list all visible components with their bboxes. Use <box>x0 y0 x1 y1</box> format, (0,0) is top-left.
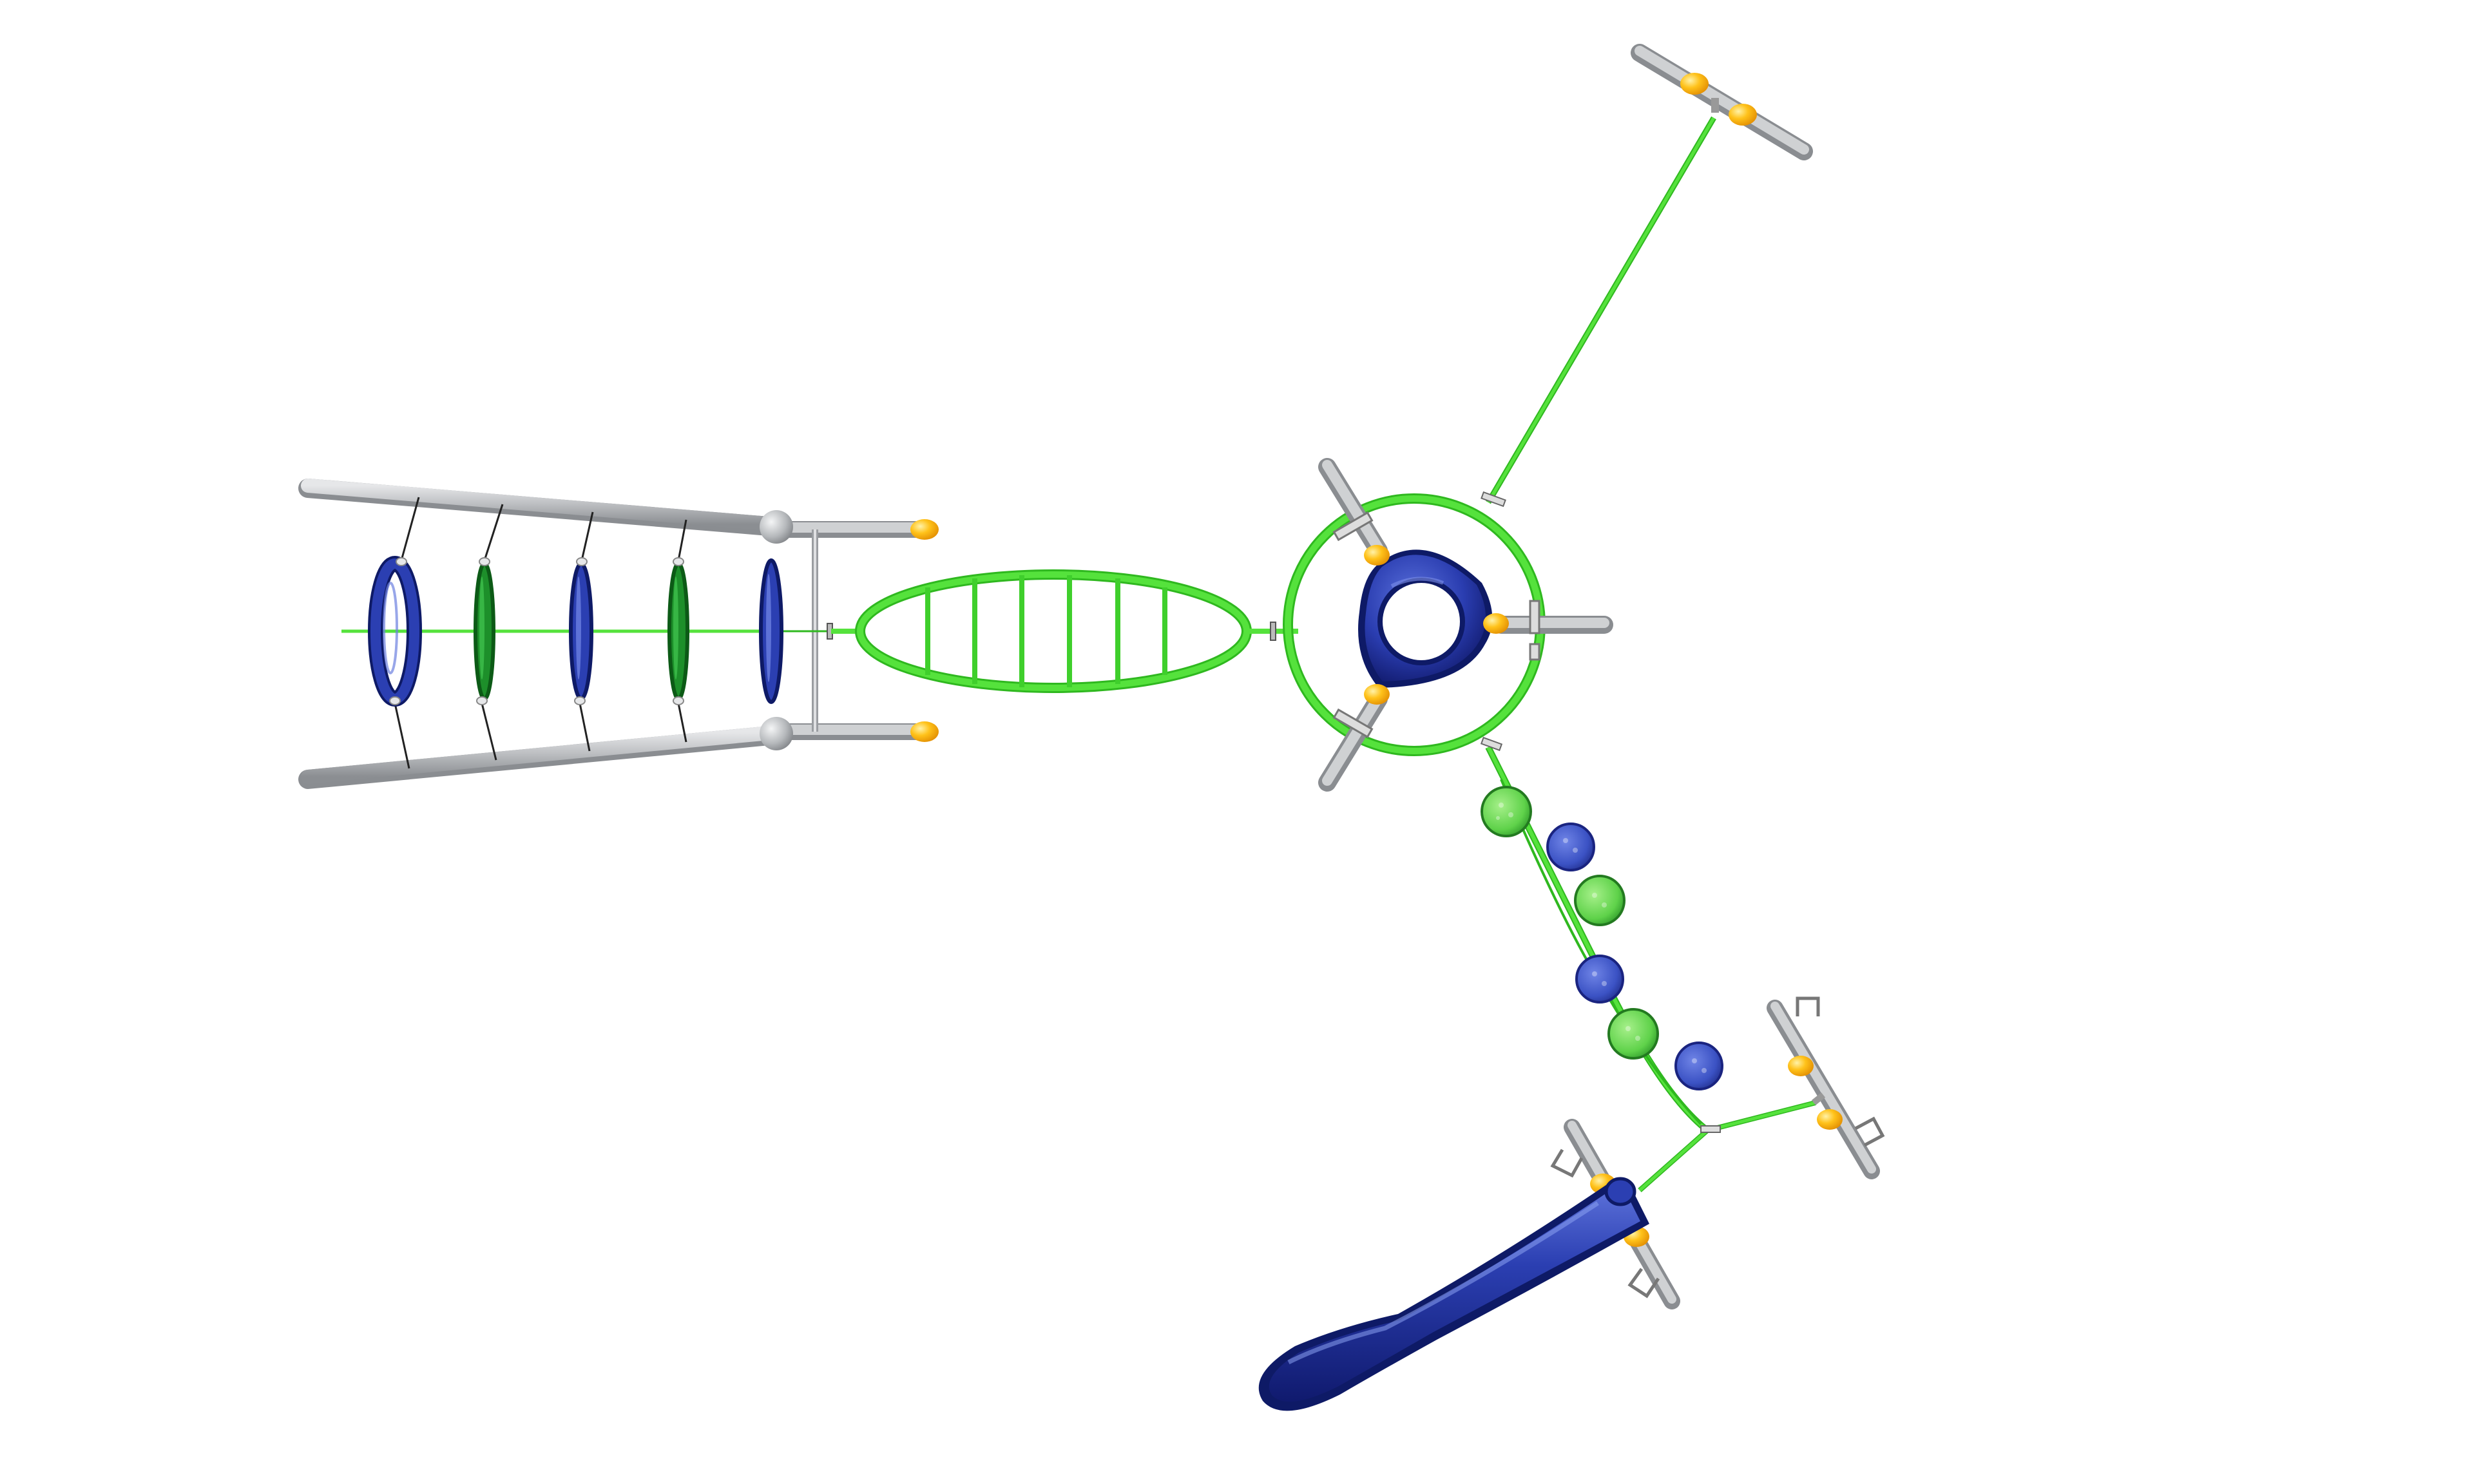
slide-entry-icon <box>1604 1177 1636 1206</box>
post-cap-icon <box>910 519 939 540</box>
rope-clamp-icon <box>1481 491 1506 508</box>
post-cap-icon <box>1788 1056 1814 1076</box>
stepping-disc-2[interactable] <box>1546 823 1595 871</box>
lower-rope-junction <box>1550 996 1885 1309</box>
ring-4-green[interactable] <box>667 562 689 701</box>
upper-rope-anchor <box>1481 44 1813 508</box>
post-cap-icon <box>910 721 939 742</box>
post-cap-icon <box>1680 73 1709 95</box>
joint-ball-icon <box>760 717 793 750</box>
rope-clamp-icon <box>1700 1125 1721 1133</box>
ring-3-blue[interactable] <box>569 562 593 701</box>
post-cap-icon <box>1364 684 1390 705</box>
ring-2-green[interactable] <box>474 562 495 701</box>
hub-post-bottom <box>1318 690 1388 792</box>
hub-platform[interactable] <box>1358 549 1493 688</box>
anchor-t-post <box>1631 44 1813 160</box>
rope-clamp-icon <box>1270 622 1276 641</box>
hub-post-top <box>1318 458 1388 560</box>
ring-ladder-frame <box>298 479 939 789</box>
stepping-disc-5[interactable] <box>1607 1008 1659 1060</box>
rope-clamp-icon <box>1480 736 1503 752</box>
stepping-disc-4[interactable] <box>1575 955 1624 1004</box>
ring-5-blue[interactable] <box>759 558 783 704</box>
rope-oval-bridge[interactable] <box>831 569 1298 693</box>
post-cap-icon <box>1729 104 1757 126</box>
hub-post-right <box>1492 616 1613 634</box>
joint-ball-icon <box>760 510 793 544</box>
stepping-disc-6[interactable] <box>1674 1042 1723 1090</box>
chains <box>394 497 687 769</box>
stepping-disc-traverse <box>1480 736 1723 1133</box>
stepping-disc-3[interactable] <box>1574 875 1625 926</box>
post-cap-icon <box>1483 613 1509 634</box>
central-hub <box>1283 458 1613 792</box>
tube-slide[interactable] <box>1258 1177 1649 1411</box>
junction-post-right <box>1767 996 1885 1179</box>
post-cap-icon <box>1817 1109 1843 1130</box>
stepping-disc-1[interactable] <box>1481 786 1532 837</box>
post-cap-icon <box>1364 545 1390 566</box>
